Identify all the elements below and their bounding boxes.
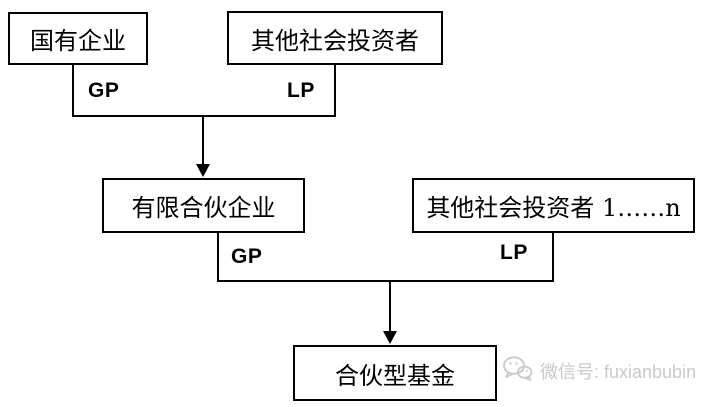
watermark-text: 微信号: fuxianbubin xyxy=(540,362,697,382)
node-limited-partnership: 有限合伙企业 xyxy=(102,178,305,233)
connector-line-bottom-horizontal xyxy=(217,280,554,282)
node-state-owned-enterprise: 国有企业 xyxy=(8,12,148,65)
node-partnership-fund-label: 合伙型基金 xyxy=(335,361,455,390)
node-other-social-investors-label: 其他社会投资者 xyxy=(251,26,419,55)
edge-label-lp-top: LP xyxy=(287,79,315,102)
connector-line-investors-n-drop xyxy=(552,232,554,282)
node-partnership-fund: 合伙型基金 xyxy=(293,345,497,401)
edge-label-lp-bottom: LP xyxy=(500,241,528,264)
arrow-down-icon xyxy=(383,331,397,344)
node-other-social-investors: 其他社会投资者 xyxy=(227,11,443,65)
node-state-owned-enterprise-label: 国有企业 xyxy=(30,27,126,55)
node-limited-partnership-label: 有限合伙企业 xyxy=(131,194,276,222)
edge-label-gp-top: GP xyxy=(88,79,120,102)
arrow-bottom-stem xyxy=(389,281,391,332)
edge-label-gp-bottom: GP xyxy=(231,245,263,268)
connector-line-investors-drop xyxy=(334,64,336,117)
arrow-down-icon xyxy=(196,164,210,177)
wechat-icon xyxy=(502,355,533,387)
connector-line-limited-partnership-drop xyxy=(217,232,219,282)
node-other-social-investors-n-label: 其他社会投资者 1……n xyxy=(426,194,681,222)
watermark: 微信号: fuxianbubin xyxy=(502,355,696,387)
node-other-social-investors-n: 其他社会投资者 1……n xyxy=(412,178,695,233)
connector-line-state-owned-drop xyxy=(72,64,74,117)
arrow-top-stem xyxy=(202,116,204,166)
connector-line-top-horizontal xyxy=(72,115,336,117)
